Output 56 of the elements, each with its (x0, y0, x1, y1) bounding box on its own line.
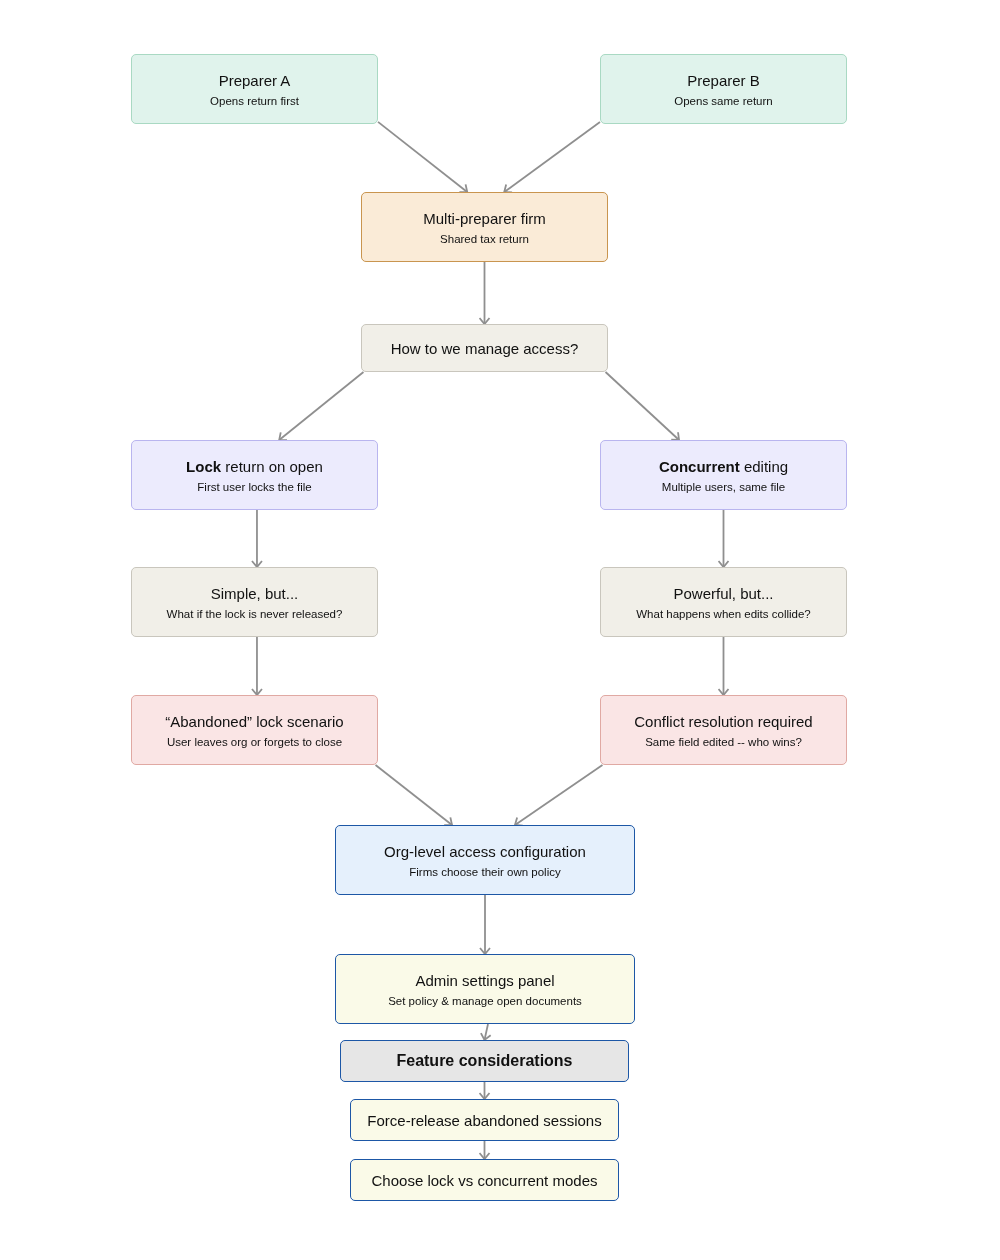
box-title: Simple, but... (210, 584, 299, 602)
box-subtitle: First user locks the file (197, 480, 312, 493)
box-subtitle: Same field edited -- who wins? (645, 735, 802, 748)
process-box (340, 1040, 629, 1082)
process-box (361, 324, 608, 372)
process-box (600, 567, 847, 637)
arrow (478, 1140, 491, 1160)
arrow (478, 1081, 491, 1100)
process-box (131, 440, 378, 510)
box-title: “Abandoned” lock scenario (165, 712, 344, 730)
box-title: Choose lock vs concurrent modes (371, 1171, 598, 1189)
arrow (717, 636, 730, 696)
box-subtitle: User leaves org or forgets to close (166, 735, 343, 748)
arrow (479, 894, 491, 955)
box-title: Org-level access configuration (384, 842, 586, 860)
arrow (251, 509, 263, 568)
process-box (600, 440, 847, 510)
box-title: Feature considerations (396, 1052, 573, 1070)
box-subtitle: Firms choose their own policy (409, 865, 561, 878)
process-box (131, 54, 378, 124)
arrow (278, 371, 365, 441)
box-title: Lock return on open (186, 457, 323, 475)
box-subtitle: Shared tax return (440, 232, 529, 245)
box-title: Admin settings panel (415, 971, 555, 989)
arrow (604, 371, 680, 441)
process-box (600, 695, 847, 765)
box-subtitle: Multiple users, same file (661, 480, 786, 493)
arrow (480, 1023, 492, 1041)
box-title: Multi-preparer firm (423, 209, 546, 227)
process-box (361, 192, 608, 262)
process-box (335, 825, 635, 895)
arrow (374, 764, 453, 827)
process-box (131, 695, 378, 765)
process-box (335, 954, 635, 1024)
box-subtitle: Set policy & manage open documents (388, 994, 582, 1007)
box-title: Powerful, but... (673, 584, 774, 602)
arrow (514, 764, 604, 827)
box-title: Preparer A (218, 71, 291, 89)
process-box (350, 1159, 619, 1201)
arrow (717, 509, 730, 568)
box-title: Preparer B (687, 71, 760, 89)
arrow (251, 636, 263, 696)
process-box (600, 54, 847, 124)
arrow (503, 121, 601, 194)
box-title: Conflict resolution required (634, 712, 813, 730)
box-subtitle: What happens when edits collide? (636, 607, 811, 620)
arrow (377, 121, 469, 194)
process-box (350, 1099, 619, 1141)
arrow (478, 261, 491, 325)
box-title: How to we manage access? (390, 339, 579, 357)
box-subtitle: Opens return first (210, 94, 299, 107)
box-subtitle: What if the lock is never released? (166, 607, 343, 620)
box-subtitle: Opens same return (674, 94, 773, 107)
box-title: Concurrent editing (658, 457, 789, 475)
process-box (131, 567, 378, 637)
box-title: Force-release abandoned sessions (367, 1111, 602, 1129)
